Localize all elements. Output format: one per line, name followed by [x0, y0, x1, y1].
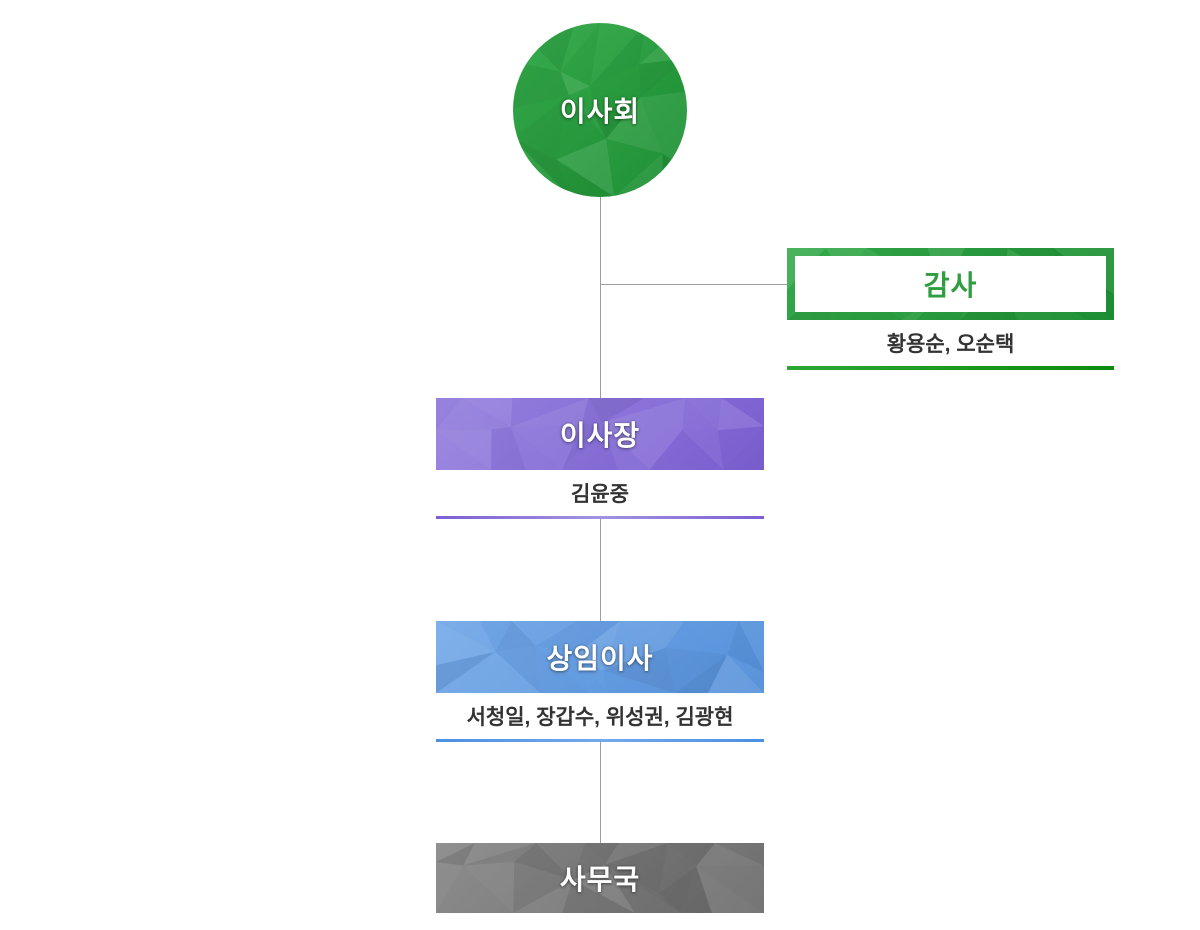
node-auditor: 감사: [787, 248, 1114, 320]
node-auditor-core: [795, 256, 1106, 312]
node-board-of-directors: 이사회: [513, 23, 687, 197]
executive-director-members: 서청일, 장갑수, 위성권, 김광현: [466, 706, 734, 729]
connector-board-to-chairman: [600, 197, 601, 398]
executive-director-underline: [436, 739, 764, 742]
node-board-label: 이사회: [559, 96, 641, 127]
chairman-members: 김윤중: [571, 483, 629, 506]
connector-chairman-to-executive: [600, 519, 601, 621]
node-secretariat: 사무국: [436, 843, 764, 913]
node-executive-director: 상임이사: [436, 621, 764, 693]
node-chairman-label: 이사장: [559, 420, 641, 451]
auditor-members: 황용순, 오순택: [886, 333, 1015, 356]
node-executive-director-label: 상임이사: [546, 643, 654, 674]
node-secretariat-label: 사무국: [559, 864, 641, 895]
connector-branch-to-auditor: [600, 284, 787, 285]
connector-executive-to-secretariat: [600, 742, 601, 843]
node-chairman: 이사장: [436, 398, 764, 470]
node-auditor-label: 감사: [923, 270, 978, 301]
auditor-underline: [787, 366, 1114, 370]
chairman-underline: [436, 516, 764, 519]
